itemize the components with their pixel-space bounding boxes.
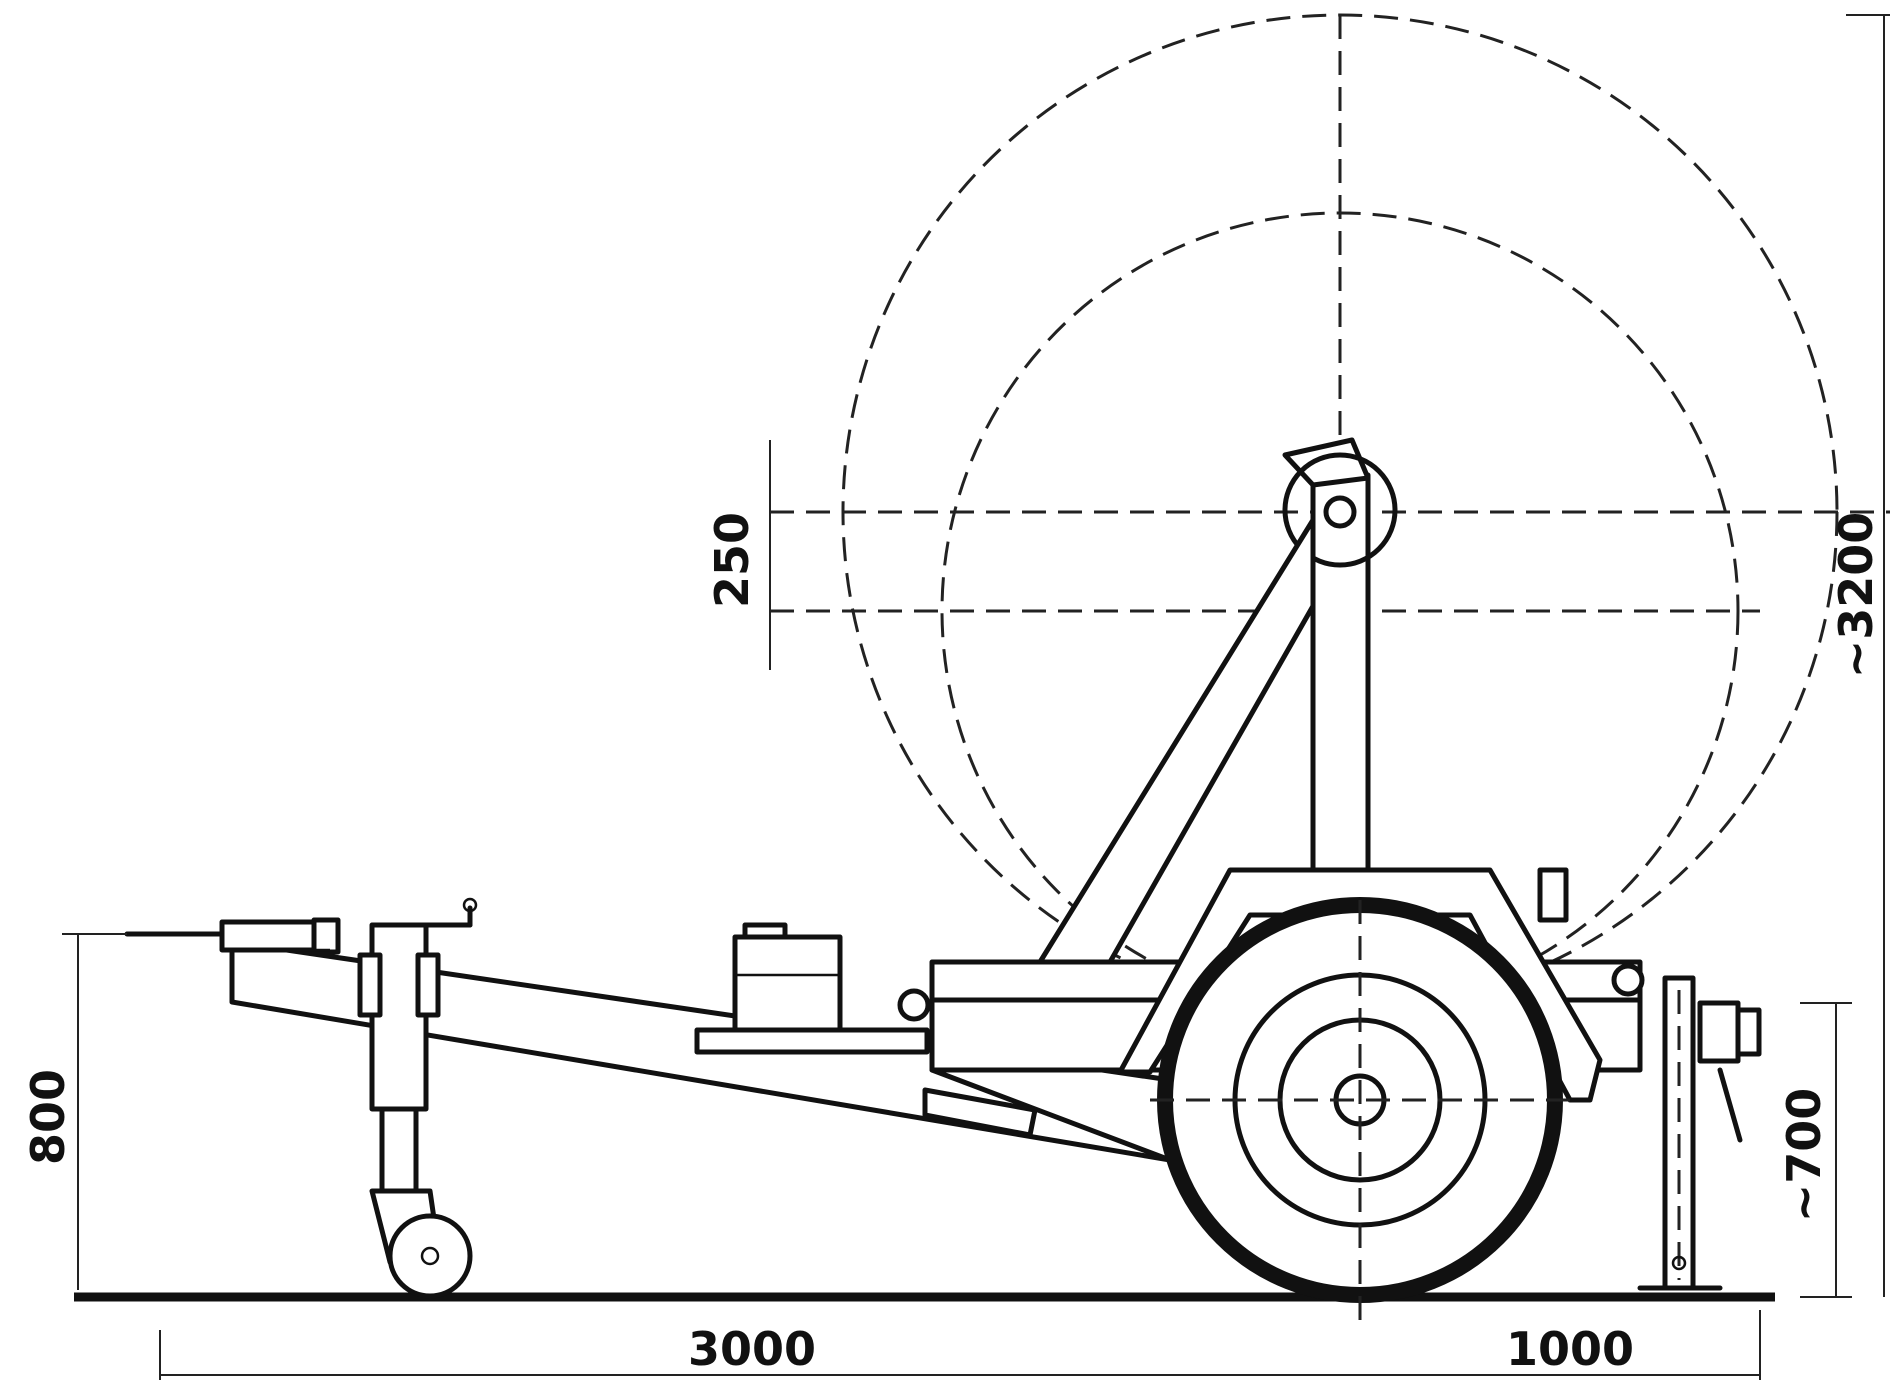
control-box-lid bbox=[742, 922, 788, 940]
reel-stand-mast bbox=[1310, 472, 1371, 873]
dim-rear-overhang-label: 1000 bbox=[1506, 1322, 1634, 1376]
reel-axle-bearing bbox=[1282, 452, 1398, 568]
rear-leg-pin bbox=[1671, 1255, 1687, 1271]
drawbar-pivot bbox=[897, 988, 931, 1022]
hitch-coupling bbox=[219, 919, 317, 953]
reel-axle-pin bbox=[1323, 495, 1357, 529]
hitch-brake-head bbox=[311, 917, 341, 955]
mast-top-cap bbox=[1282, 437, 1371, 488]
dim-overall-height-label: ~3200 bbox=[1829, 512, 1883, 679]
jockey-wheel-clamp bbox=[357, 952, 383, 1018]
dim-rear-height-label: ~700 bbox=[1777, 1088, 1831, 1223]
dim-hitch-height-label: 800 bbox=[21, 1069, 75, 1165]
mast-diagonal-strut bbox=[1037, 517, 1316, 965]
jockey-crank-knob bbox=[462, 897, 478, 913]
jockey-wheel-leg bbox=[379, 1106, 419, 1194]
dim-center-offset-label: 250 bbox=[705, 512, 759, 608]
fender-end-plate bbox=[1537, 867, 1569, 923]
safety-chain bbox=[1717, 1067, 1743, 1143]
frame-lower-brace bbox=[929, 1067, 1173, 1163]
jockey-wheel-hub bbox=[420, 1246, 440, 1266]
brake-cylinder bbox=[922, 1087, 1038, 1138]
dim-drawbar-length-label: 3000 bbox=[688, 1322, 816, 1376]
rear-pivot-mount bbox=[1611, 963, 1645, 997]
rear-light-bracket bbox=[1697, 1000, 1741, 1064]
jockey-wheel-clamp-2 bbox=[415, 952, 441, 1018]
control-box bbox=[732, 934, 843, 1035]
rear-support-leg bbox=[1662, 975, 1696, 1291]
control-platform bbox=[694, 1027, 930, 1055]
jockey-wheel bbox=[387, 1213, 473, 1299]
